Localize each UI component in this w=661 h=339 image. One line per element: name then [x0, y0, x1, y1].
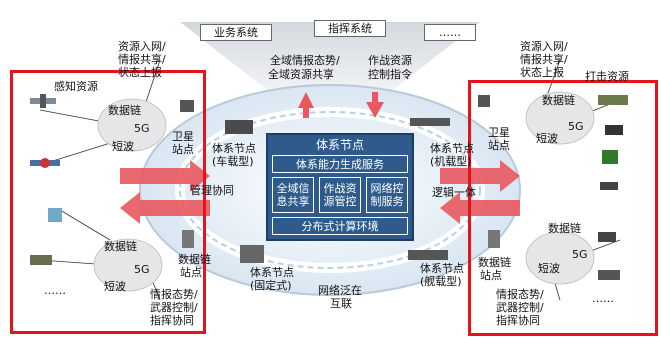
capability-service: 体系能力生成服务 — [272, 155, 408, 173]
right-5g: 5G — [568, 120, 584, 133]
down-arrow — [366, 92, 384, 118]
dish-icon — [180, 100, 194, 112]
radar-icon — [48, 208, 62, 222]
plane-icon — [410, 118, 450, 126]
right-access-2: 情报共享/ — [520, 53, 568, 66]
cloud-left-top — [97, 98, 167, 152]
business-system-box: 业务系统 — [200, 24, 272, 41]
node-vehicle-2: (车载型) — [212, 155, 254, 168]
right-shortwave-2: 短波 — [538, 262, 560, 275]
cloud-right-top — [525, 91, 595, 145]
node-ship-2: (舰载型) — [420, 275, 462, 288]
satellite-icon-2 — [30, 158, 60, 168]
ship-icon — [408, 250, 448, 260]
network-label-1: 网络泛在 — [318, 284, 362, 297]
resource-ctrl-label-2: 控制指令 — [368, 68, 412, 81]
left-frame — [10, 70, 206, 334]
left-ellipsis: …… — [44, 284, 66, 297]
right-arrow-right — [440, 160, 520, 192]
left-satellite-1: 卫星 — [172, 130, 194, 143]
left-datalink-2: 数据链 — [104, 240, 137, 253]
left-station-2: 站点 — [180, 266, 202, 279]
right-satellite-1: 卫星 — [488, 126, 510, 139]
vehicle-icon — [30, 255, 52, 265]
satellite-right-icon — [605, 125, 623, 135]
left-arrow-right — [120, 160, 210, 192]
left-access-3: 状态上报 — [118, 66, 162, 79]
aircraft-icon — [598, 95, 628, 105]
left-datalink: 数据链 — [108, 104, 141, 117]
right-datalink-2: 数据链 — [548, 222, 581, 235]
node-air-2: (机载型) — [430, 155, 472, 168]
service-resource-ctrl: 作战资源管控 — [319, 177, 361, 213]
left-intel-1: 情报态势/ — [150, 288, 198, 301]
business-system-label: 业务系统 — [214, 26, 258, 39]
station-right-icon — [488, 230, 500, 248]
left-arrow-left — [120, 192, 210, 224]
right-access-3: 状态上报 — [520, 66, 564, 79]
funnel — [180, 22, 480, 100]
screen-icon — [602, 150, 618, 164]
node-ship-1: 体系节点 — [420, 262, 464, 275]
left-access-1: 资源入网/ — [118, 40, 166, 53]
truck-icon — [225, 120, 253, 134]
resource-ctrl-label-1: 作战资源 — [368, 54, 412, 67]
up-arrow — [298, 92, 314, 118]
right-strike: 打击资源 — [585, 70, 629, 83]
right-arrow-left — [440, 192, 520, 224]
launcher-icon — [600, 182, 618, 190]
service-network-ctrl: 网络控制服务 — [366, 177, 408, 213]
right-access-1: 资源入网/ — [520, 40, 568, 53]
more-systems-label: …… — [439, 26, 461, 39]
left-intel-3: 指挥协同 — [150, 314, 194, 327]
building-icon — [240, 245, 264, 263]
logic-label: 逻辑一体 — [432, 186, 476, 199]
left-5g: 5G — [134, 122, 150, 135]
right-frame — [468, 80, 658, 336]
command-system-box: 指挥系统 — [314, 20, 386, 37]
right-shortwave: 短波 — [536, 132, 558, 145]
node-title: 体系节点 — [315, 137, 364, 152]
network-label-2: 互联 — [330, 297, 352, 310]
left-satellite-2: 站点 — [172, 143, 194, 156]
right-station-2: 站点 — [480, 269, 502, 282]
left-shortwave-2: 短波 — [104, 280, 126, 293]
right-satellite-2: 站点 — [488, 139, 510, 152]
right-datalink: 数据链 — [542, 94, 575, 107]
left-title: 感知资源 — [54, 80, 98, 93]
service-info-share: 全域信息共享 — [272, 177, 314, 213]
cloud-left-bottom — [93, 238, 163, 292]
jet-icon — [598, 270, 620, 280]
node-fixed-1: 体系节点 — [250, 266, 294, 279]
dish-right-icon — [478, 95, 490, 107]
left-intel-2: 武器控制/ — [150, 301, 198, 314]
right-station-1: 数据链 — [478, 256, 511, 269]
node-fixed-2: (固定式) — [250, 279, 292, 292]
right-intel-1: 情报态势/ — [496, 288, 544, 301]
station-icon — [182, 230, 194, 248]
right-ellipsis: …… — [592, 292, 614, 305]
intel-share-label-2: 全域资源共享 — [268, 68, 334, 81]
command-system-label: 指挥系统 — [328, 22, 372, 35]
cloud-right-bottom — [525, 231, 595, 285]
mgmt-label: 管理协同 — [190, 184, 234, 197]
right-5g-2: 5G — [572, 248, 588, 261]
node-air-1: 体系节点 — [430, 142, 474, 155]
right-intel-2: 武器控制/ — [496, 301, 544, 314]
node-vehicle-1: 体系节点 — [212, 142, 256, 155]
left-5g-2: 5G — [134, 263, 150, 276]
satellite-icon — [30, 94, 56, 108]
distributed-computing: 分布式计算环境 — [272, 217, 408, 235]
left-access-2: 情报共享/ — [118, 53, 166, 66]
left-shortwave: 短波 — [112, 140, 134, 153]
intel-share-label-1: 全域情报态势/ — [270, 54, 340, 67]
left-station-1: 数据链 — [178, 253, 211, 266]
right-intel-3: 指挥协同 — [496, 314, 540, 327]
more-systems-box: …… — [424, 24, 476, 41]
system-node-box: 体系节点 体系能力生成服务 全域信息共享 作战资源管控 网络控制服务 分布式计算… — [266, 133, 414, 241]
launcher-icon-2 — [598, 232, 616, 242]
